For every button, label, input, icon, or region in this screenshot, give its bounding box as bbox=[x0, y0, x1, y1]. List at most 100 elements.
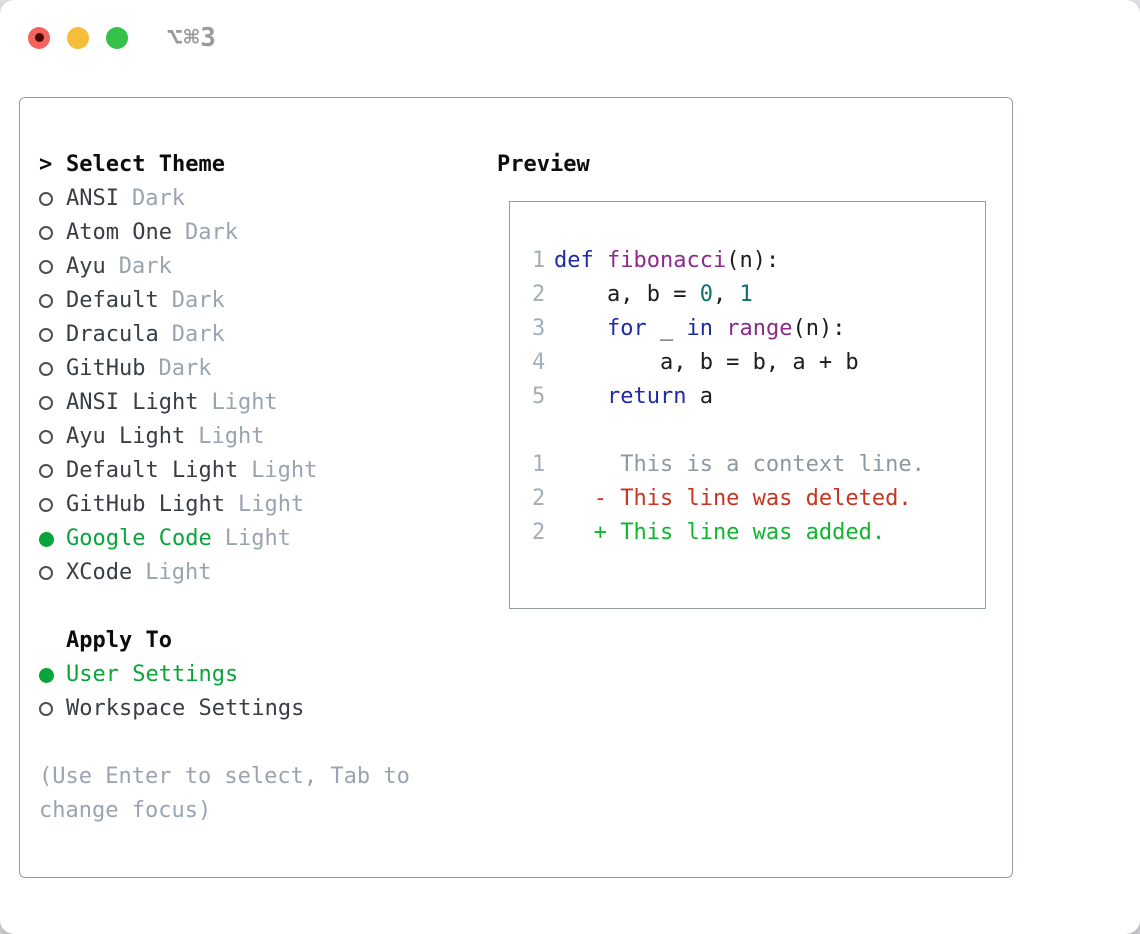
theme-item[interactable]: Ayu Light Light bbox=[39, 420, 317, 454]
preview-header: Preview bbox=[497, 148, 590, 182]
theme-item[interactable]: Default Light Light bbox=[39, 454, 317, 488]
theme-item-marker-cell bbox=[39, 226, 66, 240]
theme-item-variant: Light bbox=[237, 492, 305, 517]
radio-icon bbox=[39, 192, 53, 206]
keyboard-hint: (Use Enter to select, Tab to change focu… bbox=[39, 764, 410, 823]
theme-item-name: GitHub Light bbox=[66, 492, 225, 517]
diff-text: + This line was added. bbox=[554, 520, 886, 545]
theme-item[interactable]: Default Dark bbox=[39, 284, 317, 318]
code-segment-plain: a, b = b, a + b bbox=[554, 350, 859, 375]
radio-icon bbox=[39, 362, 53, 376]
apply-option-marker-cell bbox=[39, 667, 66, 683]
theme-item-name: XCode bbox=[66, 560, 133, 585]
code-line: 5 return a bbox=[510, 380, 985, 414]
theme-item-name: Dracula bbox=[66, 322, 159, 347]
code-segment-plain: , bbox=[712, 282, 740, 307]
code-segment-keyword: return bbox=[606, 384, 687, 409]
theme-item-variant: Dark bbox=[158, 356, 212, 381]
radio-selected-icon bbox=[39, 667, 54, 683]
code-segment-plain bbox=[594, 248, 607, 273]
code-segment-keyword: def bbox=[554, 248, 594, 273]
line-number: 2 bbox=[532, 486, 546, 511]
code-line: 4 a, b = b, a + b bbox=[510, 346, 985, 380]
theme-item-marker-cell bbox=[39, 498, 66, 512]
preview-title: Preview bbox=[497, 152, 590, 177]
theme-item-variant: Light bbox=[211, 390, 278, 415]
code-segment-plain: a, b = bbox=[554, 282, 700, 307]
theme-item-name: Ayu bbox=[66, 254, 106, 279]
close-button[interactable] bbox=[28, 26, 50, 49]
window-title: ⌥⌘3 bbox=[167, 22, 217, 53]
radio-icon bbox=[39, 702, 53, 716]
diff-line-deleted: 2 - This line was deleted. bbox=[510, 482, 985, 516]
apply-to-option[interactable]: Workspace Settings bbox=[39, 692, 304, 726]
diff-line-added: 2 + This line was added. bbox=[510, 516, 985, 550]
theme-item-variant: Light bbox=[224, 526, 291, 551]
code-line: 3 for _ in range(n): bbox=[510, 312, 985, 346]
theme-item-variant: Dark bbox=[171, 288, 225, 313]
code-segment-number: 0 bbox=[699, 282, 713, 307]
theme-item-name: Ayu Light bbox=[66, 424, 186, 449]
theme-item-variant: Dark bbox=[184, 220, 238, 245]
theme-item-marker-cell bbox=[39, 396, 66, 410]
theme-item-name: Default Light bbox=[66, 458, 239, 483]
focus-caret-icon: > bbox=[39, 152, 53, 177]
code-segment-plain bbox=[713, 316, 726, 341]
code-segment-function: range bbox=[726, 316, 793, 341]
theme-item-marker-cell bbox=[39, 294, 66, 308]
line-number: 4 bbox=[532, 350, 546, 375]
apply-option-label: Workspace Settings bbox=[66, 696, 305, 721]
theme-item-marker-cell bbox=[39, 566, 66, 580]
line-number: 5 bbox=[532, 384, 546, 409]
focus-marker-cell: > bbox=[39, 148, 66, 182]
code-segment-number: 1 bbox=[739, 282, 753, 307]
traffic-lights bbox=[28, 26, 128, 49]
minimize-button[interactable] bbox=[67, 26, 89, 49]
diff-text: - This line was deleted. bbox=[554, 486, 912, 511]
code-line: 2 a, b = 0, 1 bbox=[510, 278, 985, 312]
radio-selected-icon bbox=[39, 531, 54, 547]
radio-icon bbox=[39, 294, 53, 308]
diff-text: This is a context line. bbox=[554, 452, 925, 477]
theme-item[interactable]: Dracula Dark bbox=[39, 318, 317, 352]
theme-item-name: Default bbox=[66, 288, 159, 313]
zoom-button[interactable] bbox=[106, 26, 128, 49]
apply-to-option[interactable]: User Settings bbox=[39, 658, 304, 692]
theme-item-variant: Light bbox=[198, 424, 265, 449]
theme-item[interactable]: GitHub Light Light bbox=[39, 488, 317, 522]
theme-item-marker-cell bbox=[39, 430, 66, 444]
theme-item-variant: Dark bbox=[171, 322, 225, 347]
radio-icon bbox=[39, 396, 53, 410]
theme-item-variant: Light bbox=[251, 458, 318, 483]
radio-icon bbox=[39, 464, 53, 478]
apply-option-marker-cell bbox=[39, 702, 66, 716]
apply-to-title: Apply To bbox=[66, 628, 172, 653]
theme-list-header: > Select Theme bbox=[39, 148, 317, 182]
code-segment-plain: a bbox=[686, 384, 713, 409]
line-number: 3 bbox=[532, 316, 546, 341]
theme-item[interactable]: Atom One Dark bbox=[39, 216, 317, 250]
line-number: 2 bbox=[532, 520, 546, 545]
code-text: return a bbox=[554, 380, 713, 414]
theme-item-marker-cell bbox=[39, 192, 66, 206]
theme-item-name: ANSI bbox=[66, 186, 119, 211]
theme-item-name: Atom One bbox=[66, 220, 172, 245]
theme-item-marker-cell bbox=[39, 464, 66, 478]
line-number: 1 bbox=[532, 452, 546, 477]
apply-to-header: Apply To bbox=[39, 624, 304, 658]
radio-icon bbox=[39, 328, 53, 342]
titlebar: ⌥⌘3 bbox=[0, 0, 1140, 75]
code-segment-plain bbox=[554, 384, 607, 409]
